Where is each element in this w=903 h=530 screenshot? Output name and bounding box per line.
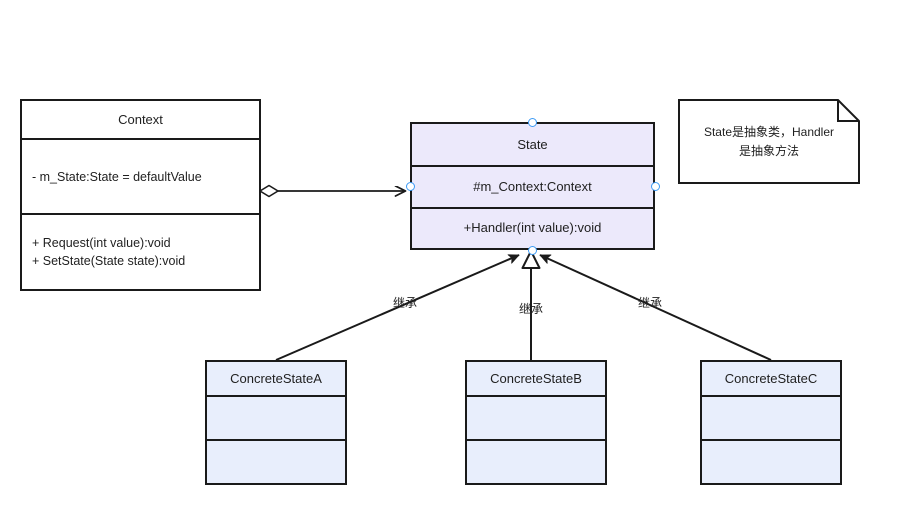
class-attributes-row [467,395,605,439]
note-annotation[interactable]: State是抽象类，Handler 是抽象方法 [678,99,860,184]
resize-handle-top[interactable] [527,117,537,127]
class-box-concretestatea[interactable]: ConcreteStateA [205,360,347,485]
method-setstate: + SetState(State state):void [32,254,186,268]
class-methods-row: + Request(int value):void + SetState(Sta… [22,213,259,289]
note-line-1: State是抽象类，Handler [703,124,835,139]
class-attributes-row [702,395,840,439]
aggregation-diamond [259,184,279,198]
class-title-row: ConcreteStateC [702,362,840,395]
edge-label-inherit-a[interactable]: 继承 [392,296,418,310]
attribute-m-context: #m_Context:Context [473,178,592,194]
class-title-row: State [412,124,653,165]
resize-handle-right[interactable] [650,181,660,191]
class-methods-row [207,439,345,483]
class-title-row: ConcreteStateB [467,362,605,395]
class-methods-row [467,439,605,483]
class-name-concretestatea: ConcreteStateA [230,370,322,386]
class-title-row: Context [22,101,259,138]
resize-handle-bottom[interactable] [527,245,537,255]
class-methods-row [702,439,840,483]
class-name-context: Context [118,111,163,127]
attribute-m-state: - m_State:State = defaultValue [32,169,202,184]
class-attributes-row: - m_State:State = defaultValue [22,138,259,213]
note-line-2: 是抽象方法 [738,143,799,158]
class-box-context[interactable]: Context - m_State:State = defaultValue +… [20,99,261,291]
class-name-concretestatec: ConcreteStateC [724,370,818,386]
method-request: + Request(int value):void [32,236,171,250]
class-box-state[interactable]: State #m_Context:Context +Handler(int va… [410,122,655,250]
class-attributes-row [207,395,345,439]
class-box-concretestateb[interactable]: ConcreteStateB [465,360,607,485]
edge-label-inherit-b[interactable]: 继承 [518,302,544,316]
method-handler: +Handler(int value):void [463,220,602,236]
class-name-concretestateb: ConcreteStateB [490,370,582,386]
class-methods-row: +Handler(int value):void [412,206,653,248]
edge-label-inherit-c[interactable]: 继承 [637,296,663,310]
class-box-concretestatec[interactable]: ConcreteStateC [700,360,842,485]
note-text: State是抽象类，Handler 是抽象方法 [678,99,860,184]
class-attributes-row: #m_Context:Context [412,165,653,206]
edge-context-state[interactable] [259,184,405,198]
class-title-row: ConcreteStateA [207,362,345,395]
resize-handle-left[interactable] [405,181,415,191]
class-name-state: State [517,136,548,152]
